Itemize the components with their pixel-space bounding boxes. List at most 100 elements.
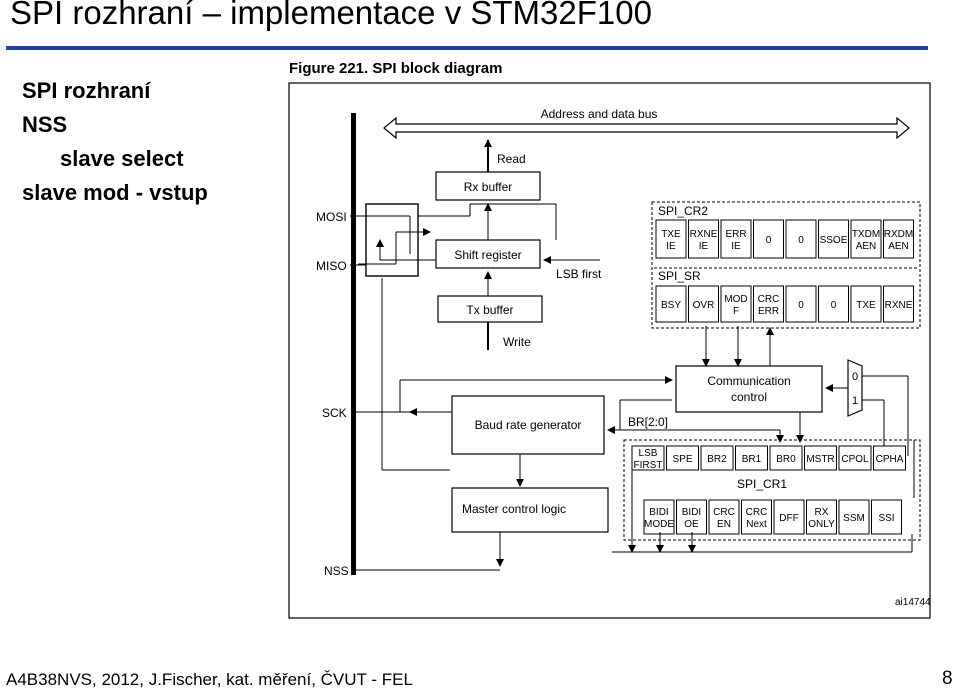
address-data-bus [383, 116, 910, 140]
spi-cr1-r2-cell-0 [643, 499, 675, 535]
spi-sr-cell-text-3-1: ERR [758, 306, 779, 317]
spi-cr1-r1-cell-text-3-0: BR1 [742, 454, 762, 465]
spi-cr2-cell-1 [688, 219, 719, 259]
spi-cr1-r2-cell-text-6-0: SSM [843, 513, 865, 524]
bullet-spi: SPI rozhraní [22, 78, 151, 103]
spi-cr2-cell-2 [720, 219, 752, 259]
spi-cr2-cell-5 [818, 219, 849, 259]
spi-cr1-r2-cell-text-2-0: CRC [713, 507, 735, 518]
spi-cr2-cell-7 [883, 219, 914, 259]
spi-cr2-cell-4 [785, 219, 817, 259]
spi-cr1-r1-cell-text-6-0: CPOL [841, 454, 869, 465]
mux-input-0: 0 [852, 371, 858, 383]
spi-cr1-r2-cell-text-0-0: BIDI [649, 507, 668, 518]
spi-cr1-r2-cell-text-3-0: CRC [746, 507, 768, 518]
spi-cr1-r1-cell-text-0-0: LSB [639, 448, 658, 459]
communication-control-block: Communication control [675, 365, 823, 413]
spi-sr-cell-6 [850, 285, 882, 323]
spi-sr-cell-1 [688, 285, 719, 323]
spi-cr1-r2-cell-7 [871, 499, 902, 535]
spi-cr1-r1-cell-4 [769, 445, 803, 471]
spi-sr-cell-text-3-0: CRC [758, 294, 780, 305]
status-control-group [651, 201, 921, 329]
lsb-first-label: LSB first [556, 267, 602, 281]
pin-sck: SCK [322, 406, 347, 420]
spi-cr1-r1-cell-2 [700, 445, 734, 471]
figure-caption: Figure 221. SPI block diagram [289, 60, 503, 77]
spi-cr1-r2-cell-text-1-0: BIDI [682, 507, 701, 518]
spi-sr-label: SPI_SR [658, 269, 701, 283]
br-label: BR[2:0] [628, 415, 668, 429]
bullet-slave-mode: slave mod - vstup [22, 180, 208, 205]
spi-cr2-cell-text-0-1: IE [666, 241, 676, 252]
title-divider [6, 46, 928, 50]
spi-cr1-r1-cell-text-4-0: BR0 [776, 454, 796, 465]
spi-cr1-r2-cell-1 [676, 499, 707, 535]
spi-sr-cell-text-7-0: RXNE [885, 300, 913, 311]
spi-cr1-r2-cell-5 [806, 499, 837, 535]
spi-sr-cell-3 [753, 285, 784, 323]
comm-control-line1: Communication [707, 374, 790, 388]
spi-cr1-r2-cell-text-5-1: ONLY [808, 519, 835, 530]
spi-cr1-r1-cell-text-5-0: MSTR [806, 454, 834, 465]
bullet-nss: NSS [22, 112, 68, 137]
pin-mosi: MOSI [316, 210, 347, 224]
figure-id-label: ai14744 [895, 597, 931, 608]
bullet-list: SPI rozhraní NSS slave select slave mod … [22, 74, 208, 210]
spi-sr-cell-text-6-0: TXE [856, 300, 876, 311]
spi-cr1-r2-cell-2 [708, 499, 740, 535]
comm-control-line2: control [731, 390, 767, 404]
spi-cr2-cell-text-2-1: IE [731, 241, 741, 252]
spi-cr2-cell-text-0-0: TXE [661, 229, 681, 240]
page-number: 8 [942, 668, 953, 689]
spi-cr1-group [623, 439, 921, 541]
spi-cr1-r1-cell-text-7-0: CPHA [876, 454, 904, 465]
shift-register-label: Shift register [454, 248, 521, 262]
spi-cr1-r1-cell-3 [735, 445, 768, 471]
spi-sr-cell-text-2-0: MOD [724, 294, 747, 305]
spi-cr1-r1-cell-6 [838, 445, 872, 471]
spi-cr1-r2-cell-text-2-1: EN [717, 519, 731, 530]
read-label: Read [497, 152, 526, 166]
spi-cr2-cell-text-5-0: SSOE [820, 235, 848, 246]
spi-cr2-cell-text-1-1: IE [699, 241, 709, 252]
spi-cr2-cell-text-6-0: TXDM [852, 229, 880, 240]
spi-cr2-cell-6 [850, 219, 882, 259]
write-label: Write [503, 335, 531, 349]
spi-cr2-cell-text-6-1: AEN [856, 241, 877, 252]
rx-buffer-label: Rx buffer [464, 180, 512, 194]
spi-sr-cell-text-4-0: 0 [798, 300, 804, 311]
spi-cr1-r1-cell-1 [666, 445, 699, 471]
spi-cr2-cell-text-1-0: RXNE [690, 229, 718, 240]
spi-cr1-r1-cell-7 [873, 445, 906, 471]
spi-cr2-cell-text-7-0: RXDM [884, 229, 913, 240]
spi-sr-cell-0 [655, 285, 687, 323]
spi-cr1-r2-cell-text-5-0: RX [815, 507, 829, 518]
spi-cr2-cell-text-7-1: AEN [888, 241, 909, 252]
internal-bus [351, 113, 356, 575]
spi-cr1-r2-cell-text-1-1: OE [684, 519, 699, 530]
spi-cr1-r1-cell-text-2-0: BR2 [707, 454, 727, 465]
spi-cr1-r2-cell-4 [773, 499, 805, 535]
spi-cr1-r1-cell-text-1-0: SPE [672, 454, 692, 465]
bullet-slave-select: slave select [60, 146, 184, 171]
tx-buffer-block: Tx buffer [437, 295, 543, 323]
spi-sr-cell-text-2-1: F [733, 306, 739, 317]
spi-sr-cell-text-1-0: OVR [693, 300, 715, 311]
spi-cr2-label: SPI_CR2 [658, 204, 708, 218]
baud-rate-generator-block: Baud rate generator [451, 395, 605, 455]
tx-buffer-label: Tx buffer [466, 303, 513, 317]
spi-cr1-r1-cell-0 [631, 445, 665, 471]
pin-switch-box [358, 203, 557, 277]
spi-cr1-r2-cell-6 [838, 499, 870, 535]
spi-sr-cell-text-0-0: BSY [661, 300, 681, 311]
spi-sr-cell-4 [785, 285, 817, 323]
spi-cr1-r2-cell-text-4-0: DFF [779, 513, 798, 524]
spi-cr2-cell-text-2-0: ERR [725, 229, 746, 240]
shift-register-block: Shift register [435, 239, 541, 269]
bus-label: Address and data bus [541, 107, 658, 121]
